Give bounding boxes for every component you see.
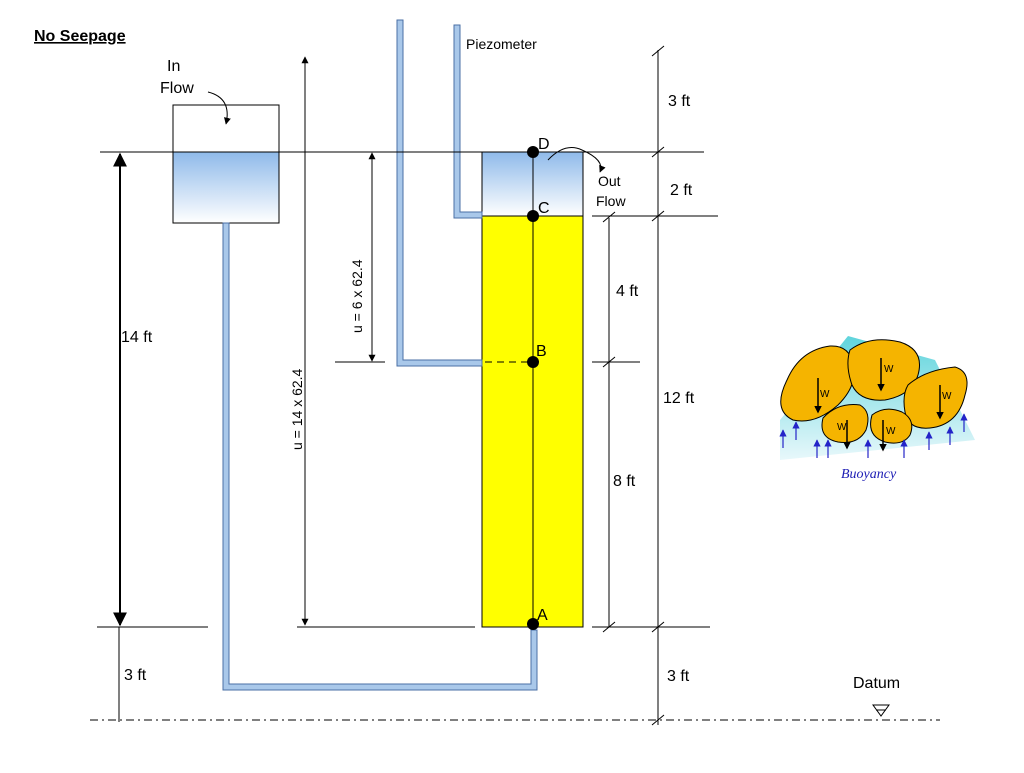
- soil-grain: [821, 404, 869, 443]
- point-a-label: A: [537, 607, 548, 624]
- grain-weight-label: W: [837, 422, 847, 433]
- point-d-label: D: [538, 136, 550, 153]
- connecting-pipe: [222, 222, 538, 691]
- datum-symbol: [872, 704, 890, 717]
- soil-grain: [870, 408, 913, 444]
- dim-4ft-label: 4 ft: [616, 283, 639, 300]
- out-flow-label-line2: Flow: [596, 193, 626, 209]
- page-title: No Seepage: [34, 28, 126, 45]
- piezometer-label: Piezometer: [466, 36, 537, 52]
- in-flow-label-line1: In: [167, 58, 180, 75]
- point-a: A: [527, 607, 548, 630]
- point-b-label: B: [536, 343, 547, 360]
- point-c-label: C: [538, 200, 550, 217]
- in-flow-arrow: [207, 91, 231, 125]
- in-flow-label-line2: Flow: [160, 80, 194, 97]
- buoyancy-illustration: W W W W W Buoyancy: [779, 336, 975, 482]
- dim-8ft-label: 8 ft: [613, 473, 636, 490]
- datum-label: Datum: [853, 675, 900, 692]
- dim-u-partial-label: u = 6 x 62.4: [349, 259, 365, 333]
- dim-14ft-label: 14 ft: [121, 329, 153, 346]
- dim-right-2ft-label: 2 ft: [670, 182, 693, 199]
- dim-left-3ft-label: 3 ft: [124, 667, 147, 684]
- soil-grain: [903, 366, 968, 429]
- grain-weight-label: W: [942, 391, 952, 402]
- point-b: B: [485, 343, 547, 368]
- point-c: C: [527, 200, 550, 222]
- buoyancy-label: Buoyancy: [841, 467, 897, 482]
- piezometer-tube-c: [453, 24, 483, 219]
- grain-weight-label: W: [820, 389, 830, 400]
- dim-right-3ft-top-label: 3 ft: [668, 93, 691, 110]
- dim-u-total-label: u = 14 x 62.4: [289, 368, 305, 450]
- grain-weight-label: W: [884, 364, 894, 375]
- dim-right-12ft-label: 12 ft: [663, 390, 695, 407]
- piezometer-tube-b: [396, 19, 483, 367]
- out-flow-label-line1: Out: [598, 173, 621, 189]
- grain-weight-label: W: [886, 426, 896, 437]
- dim-right-3ft-bottom-label: 3 ft: [667, 668, 690, 685]
